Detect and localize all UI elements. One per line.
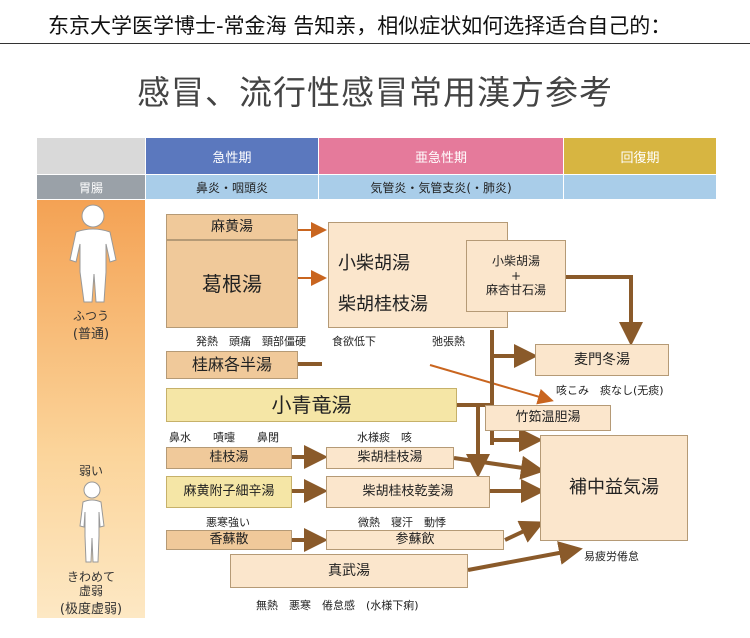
person-normal-icon [69, 204, 117, 303]
herb-shinbu-box: 真武湯 [230, 554, 468, 588]
subacute-subheader: 気管炎・気管支炎(・肺炎) [319, 175, 563, 199]
herb-saikokeishi-big-label: 柴胡桂枝湯 [338, 294, 428, 315]
cough-note: 咳こみ 痰なし(无痰) [556, 384, 664, 397]
very-weak-label-cn: (极度虚弱) [59, 602, 123, 617]
cold-note: 悪寒強い [206, 516, 250, 529]
kakkon-symptoms: 発熱 頭痛 頸部僵硬 [196, 335, 306, 348]
combo-top-label: 小柴胡湯 [491, 254, 540, 269]
herb-kososan-box: 香蘇散 [166, 530, 292, 550]
herb-mao-bushi-box: 麻黄附子細辛湯 [166, 476, 292, 508]
herb-hochu-box: 補中益気湯 [540, 435, 688, 541]
shinbu-symptoms: 無熱 悪寒 倦怠感 (水様下痢) [256, 599, 419, 612]
very-weak-label-jp: きわめて 虚弱 [66, 570, 115, 598]
sweat-note: 微熱 寝汗 動悸 [358, 516, 446, 529]
herb-keimakakuhan-box: 桂麻各半湯 [166, 351, 298, 379]
corner-label: 胃腸 [37, 175, 145, 199]
herb-kakkon-box: 葛根湯 [166, 240, 298, 328]
divider [0, 43, 750, 44]
herb-mao-box: 麻黄湯 [166, 214, 298, 240]
corner-header [37, 138, 145, 174]
combo-plus-label: + [510, 268, 522, 283]
herb-chikujo-box: 竹筎温胆湯 [485, 405, 611, 431]
normal-label-jp: ふつう [72, 309, 109, 323]
normal-label-cn: (普通) [72, 327, 110, 342]
herb-jinsoin-box: 参蘇飲 [326, 530, 504, 550]
column-recovery: 回復期 [564, 138, 716, 174]
fatigue-note: 易疲労倦怠 [584, 550, 639, 563]
acute-subheader: 鼻炎・咽頭炎 [146, 175, 318, 199]
column-acute: 急性期 [146, 138, 318, 174]
herb-combo-box: 小柴胡湯 + 麻杏甘石湯 [466, 240, 566, 312]
appetite-note: 食欲低下 [332, 335, 376, 348]
recovery-subheader [564, 175, 716, 199]
herb-keishi-box: 桂枝湯 [166, 447, 292, 469]
herb-shosaiko-label: 小柴胡湯 [338, 253, 410, 274]
rhinitis-note: 鼻水 嘖嚏 鼻閉 [169, 431, 279, 444]
herb-shoseiryu-box: 小青竜湯 [166, 388, 457, 422]
headline: 东京大学医学博士-常金海 告知亲，相似症状如何选择适合自己的： [48, 14, 672, 38]
watery-note: 水様痰 咳 [357, 431, 412, 444]
herb-saikokeishikankyo-box: 柴胡桂枝乾姜湯 [326, 476, 490, 508]
herb-bakumondo-box: 麦門冬湯 [535, 344, 669, 376]
weak-label: 弱い [78, 464, 103, 478]
column-subacute: 亜急性期 [319, 138, 563, 174]
combo-bottom-label: 麻杏甘石湯 [485, 283, 546, 298]
page-title: 感冒、流行性感冒常用漢方参考 [137, 73, 613, 112]
person-weak-icon [79, 481, 105, 563]
fever-note: 弛張熱 [432, 335, 465, 348]
herb-saikokeishi-box: 柴胡桂枝湯 [326, 447, 454, 469]
